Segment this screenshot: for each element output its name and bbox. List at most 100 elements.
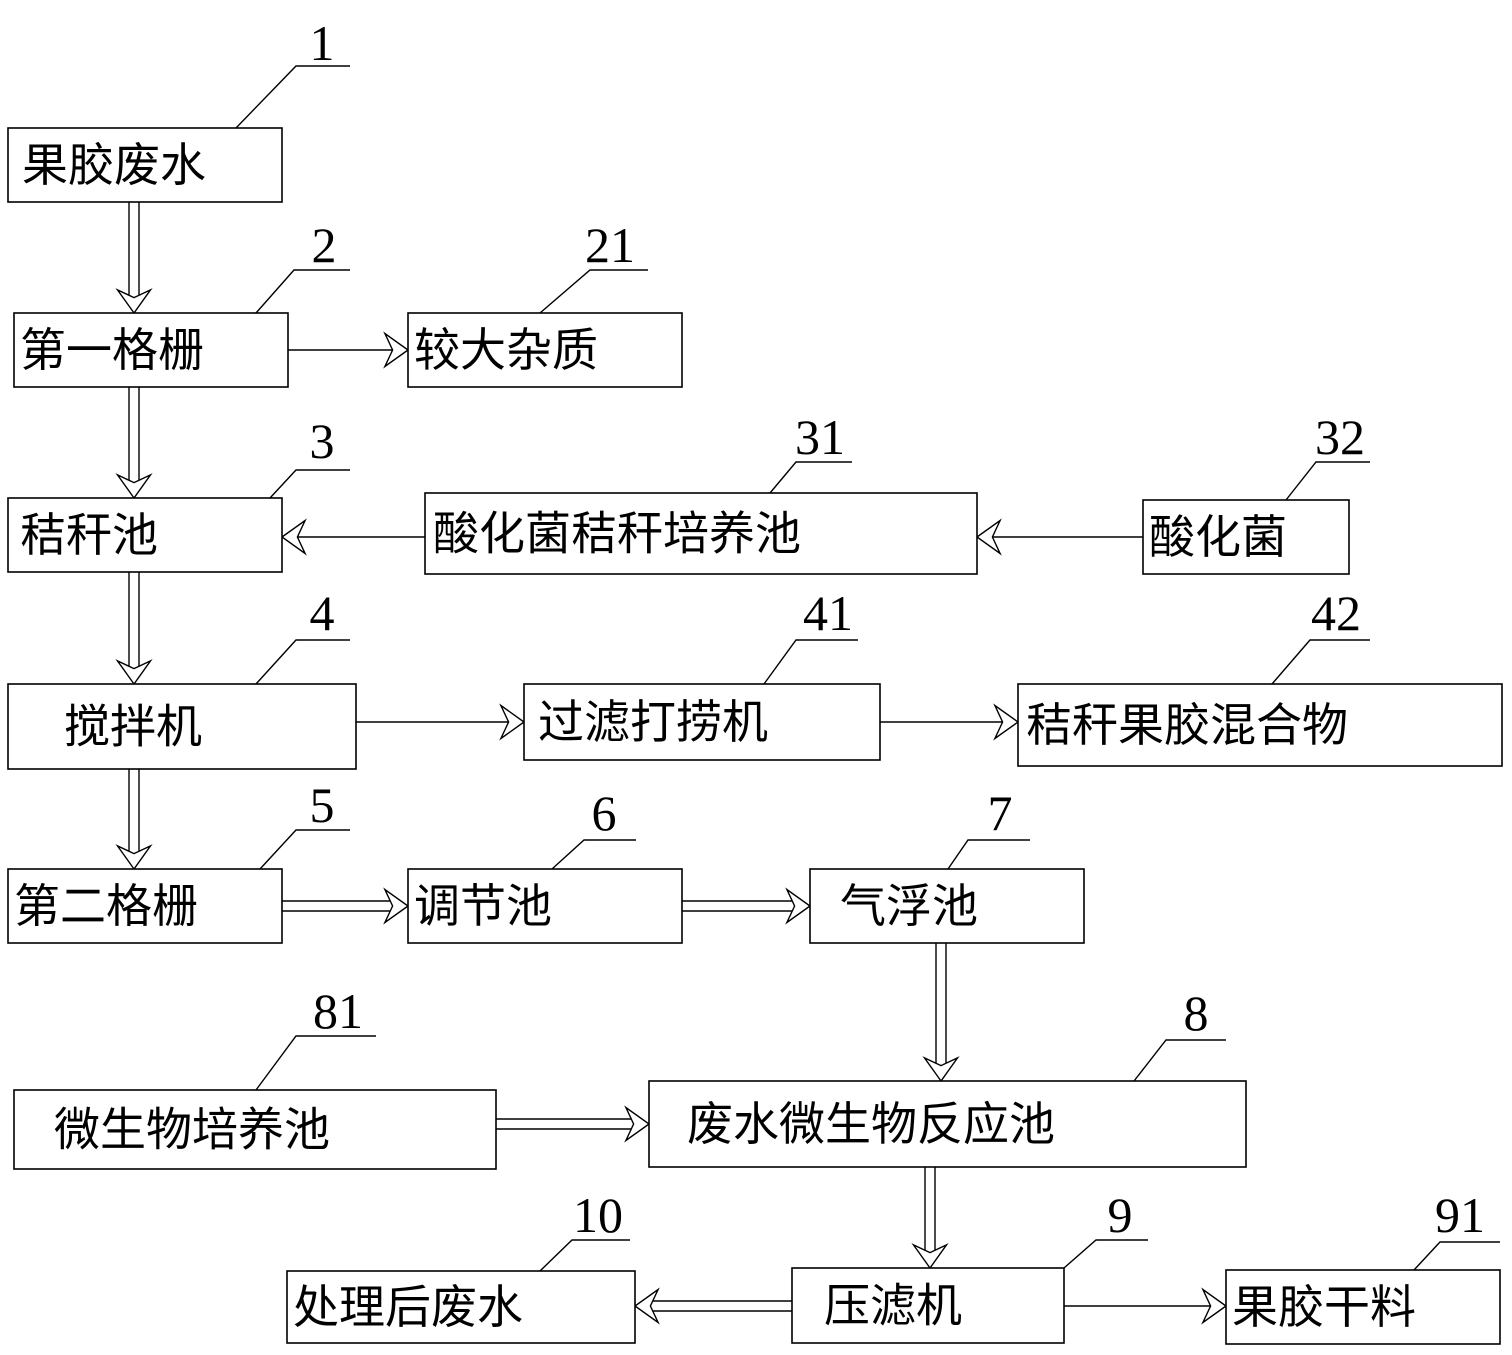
box-label-7: 气浮池 [840, 879, 978, 933]
reference-number-9: 9 [1108, 1187, 1133, 1243]
process-box-42: 秸秆果胶混合物 42 [1017, 585, 1503, 767]
box-label-21: 较大杂质 [414, 323, 598, 377]
reference-number-2: 2 [312, 217, 337, 273]
process-box-6: 调节池 6 [407, 785, 683, 944]
box-label-5: 第二格栅 [14, 879, 198, 933]
arrow-n2-n3 [115, 387, 153, 500]
box-label-42: 秸秆果胶混合物 [1026, 698, 1348, 752]
process-box-5: 第二格栅 5 [7, 777, 350, 944]
box-frame [1142, 499, 1350, 575]
reference-number-4: 4 [310, 585, 335, 641]
arrow-n4-n41 [356, 703, 526, 741]
arrow-n41-n42 [880, 703, 1020, 741]
process-box-91: 果胶干料 91 [1225, 1187, 1501, 1345]
box-frame [13, 1089, 497, 1170]
box-label-91: 果胶干料 [1232, 1280, 1416, 1334]
arrow-n9-n10 [633, 1287, 792, 1325]
arrow-n6-n7 [682, 887, 812, 925]
box-frame [7, 683, 357, 770]
reference-number-7: 7 [988, 785, 1013, 841]
leader-line-32 [1285, 461, 1370, 501]
box-label-4: 搅拌机 [64, 700, 202, 754]
reference-number-42: 42 [1311, 585, 1361, 641]
reference-number-31: 31 [795, 409, 845, 465]
box-frame [286, 1270, 636, 1344]
arrow-n31-n3 [280, 518, 425, 556]
arrow-n3-n4 [115, 572, 153, 686]
leader-line-10 [539, 1239, 630, 1272]
box-frame [523, 683, 881, 761]
arrow-n4-n5 [115, 769, 153, 871]
reference-number-32: 32 [1315, 409, 1365, 465]
leader-line-2 [255, 269, 350, 314]
reference-number-1: 1 [310, 15, 335, 71]
arrow-n81-n8 [496, 1105, 651, 1143]
leader-line-5 [259, 829, 350, 870]
box-frame [407, 312, 683, 388]
leader-line-8 [1133, 1039, 1226, 1082]
arrow-n2-n21 [288, 331, 410, 369]
leader-line-31 [769, 461, 852, 494]
leader-line-81 [255, 1035, 376, 1091]
leader-line-7 [947, 839, 1030, 870]
box-label-32: 酸化菌 [1149, 510, 1287, 564]
arrow-n32-n31 [975, 518, 1143, 556]
box-label-2: 第一格栅 [20, 323, 204, 377]
process-box-8: 废水微生物反应池 8 [648, 985, 1247, 1168]
box-label-10: 处理后废水 [293, 1280, 523, 1334]
box-frame [791, 1267, 1065, 1344]
leader-line-4 [255, 639, 350, 685]
box-frame [1225, 1269, 1501, 1345]
leader-line-6 [551, 839, 636, 870]
box-label-1: 果胶废水 [22, 138, 206, 192]
reference-number-41: 41 [803, 585, 853, 641]
leader-line-41 [763, 639, 858, 685]
reference-number-21: 21 [585, 217, 635, 273]
arrow-n7-n8 [922, 943, 960, 1083]
reference-number-5: 5 [310, 777, 335, 833]
process-box-21: 较大杂质 21 [407, 217, 683, 388]
process-box-1: 果胶废水 1 [7, 15, 350, 203]
reference-number-81: 81 [313, 983, 363, 1039]
leader-line-42 [1271, 639, 1370, 685]
box-frame [13, 312, 289, 388]
box-label-31: 酸化菌秸秆培养池 [433, 507, 801, 561]
process-box-4: 搅拌机 4 [7, 585, 357, 770]
box-frame [648, 1080, 1247, 1168]
box-label-41: 过滤打捞机 [538, 695, 768, 749]
process-box-31: 酸化菌秸秆培养池 31 [424, 409, 978, 575]
process-box-32: 酸化菌 32 [1142, 409, 1370, 575]
process-box-81: 微生物培养池 81 [13, 983, 497, 1170]
box-frame [7, 497, 283, 573]
reference-number-91: 91 [1435, 1187, 1485, 1243]
arrow-n9-n91 [1064, 1287, 1228, 1325]
process-box-9: 压滤机 9 [791, 1187, 1148, 1344]
box-label-81: 微生物培养池 [54, 1103, 330, 1157]
box-frame [7, 127, 283, 203]
box-label-6: 调节池 [414, 879, 552, 933]
arrow-n5-n6 [282, 887, 410, 925]
process-box-2: 第一格栅 2 [13, 217, 350, 388]
box-label-3: 秸秆池 [20, 508, 158, 562]
box-label-9: 压滤机 [824, 1279, 962, 1333]
leader-line-21 [539, 269, 648, 314]
box-frame [407, 868, 683, 944]
box-label-8: 废水微生物反应池 [687, 1097, 1055, 1151]
leader-line-1 [235, 65, 350, 129]
box-frame [1017, 683, 1503, 767]
arrow-n8-n9 [911, 1167, 949, 1270]
process-box-41: 过滤打捞机 41 [523, 585, 881, 761]
leader-line-9 [1063, 1239, 1148, 1269]
leader-line-3 [269, 469, 350, 499]
process-box-3: 秸秆池 3 [7, 413, 350, 573]
box-frame [424, 492, 978, 575]
reference-number-3: 3 [310, 413, 335, 469]
reference-number-8: 8 [1184, 985, 1209, 1041]
box-frame [7, 868, 283, 944]
box-frame [809, 868, 1085, 944]
leader-line-91 [1413, 1241, 1500, 1271]
reference-number-6: 6 [592, 785, 617, 841]
